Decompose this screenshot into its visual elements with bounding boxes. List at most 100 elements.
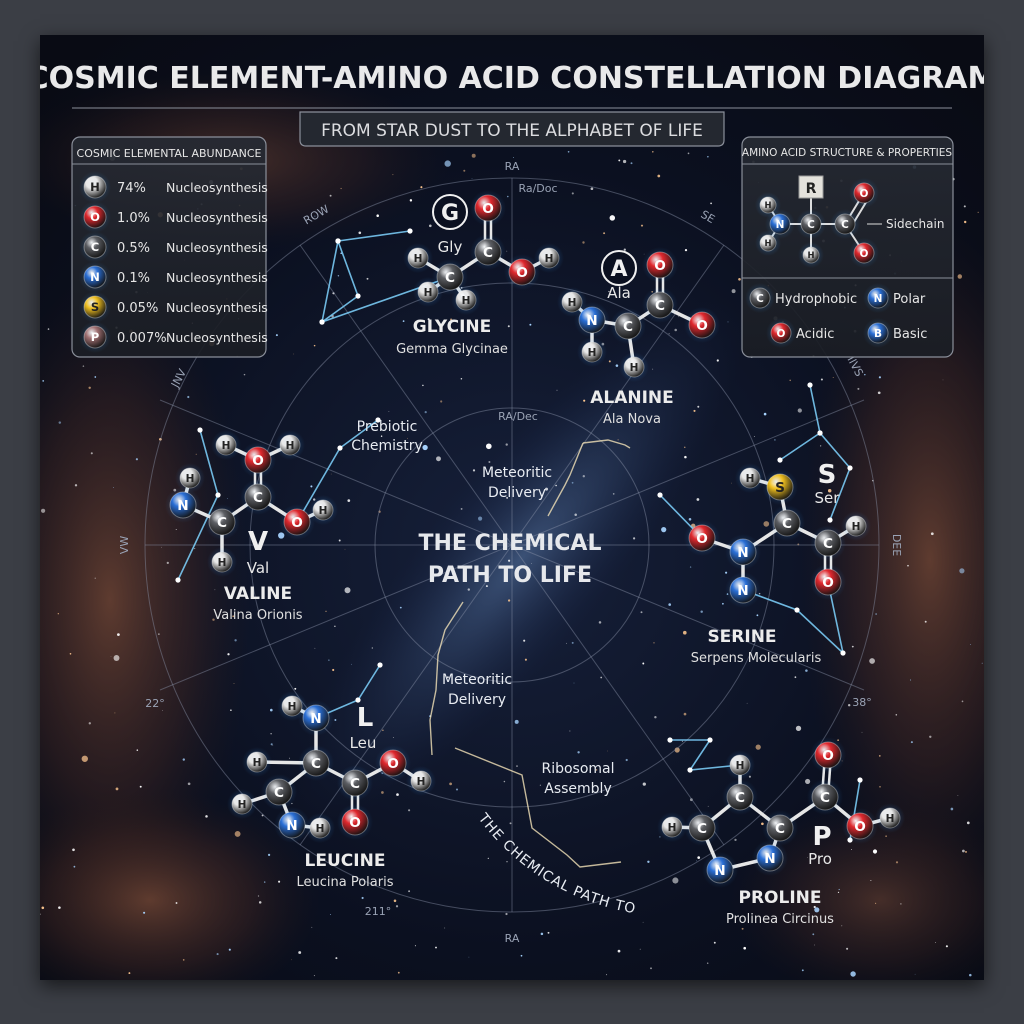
star bbox=[39, 913, 41, 915]
atom-symbol: C bbox=[253, 490, 263, 506]
atom-n: N bbox=[298, 700, 334, 736]
atom-h: H bbox=[227, 789, 257, 819]
atom-symbol: N bbox=[737, 545, 748, 561]
star bbox=[485, 585, 488, 588]
star bbox=[397, 971, 400, 974]
star bbox=[182, 959, 185, 961]
atom-symbol: H bbox=[764, 200, 771, 210]
star bbox=[640, 611, 643, 614]
star bbox=[820, 378, 823, 381]
three-letter-code: Val bbox=[247, 559, 269, 577]
star bbox=[427, 318, 430, 321]
r-group-box bbox=[798, 175, 824, 199]
atom-symbol: H bbox=[630, 362, 639, 374]
star bbox=[746, 702, 748, 704]
star bbox=[713, 941, 716, 944]
star bbox=[278, 880, 281, 883]
star bbox=[487, 857, 489, 860]
star bbox=[347, 499, 351, 502]
star bbox=[872, 479, 874, 482]
path-labels: Prebiotic Chemistry Meteoritic Delivery … bbox=[351, 419, 614, 797]
atom-o: O bbox=[810, 564, 846, 600]
star bbox=[681, 740, 683, 742]
star bbox=[351, 663, 352, 665]
star bbox=[516, 765, 518, 767]
star bbox=[914, 973, 916, 975]
atom-symbol: B bbox=[874, 328, 882, 340]
star bbox=[471, 153, 476, 158]
star bbox=[756, 614, 759, 617]
star bbox=[506, 497, 508, 499]
star bbox=[514, 719, 519, 724]
star bbox=[910, 679, 912, 681]
star bbox=[684, 248, 688, 252]
atom-symbol: H bbox=[417, 776, 426, 788]
star bbox=[687, 152, 690, 155]
star bbox=[216, 953, 219, 956]
constellation-star bbox=[857, 777, 863, 783]
atom-h: H bbox=[305, 813, 335, 843]
star bbox=[232, 615, 235, 618]
star bbox=[424, 410, 427, 414]
star bbox=[870, 880, 872, 881]
star bbox=[460, 507, 463, 510]
star bbox=[257, 895, 260, 897]
star bbox=[755, 744, 761, 750]
atom-n: N bbox=[274, 807, 310, 843]
star bbox=[436, 456, 441, 462]
atom-o: O bbox=[684, 307, 720, 343]
star bbox=[608, 360, 611, 363]
star bbox=[652, 368, 654, 370]
constellation-name: Prolinea Circinus bbox=[726, 912, 834, 927]
star bbox=[805, 778, 811, 784]
abundance-percent: 74% bbox=[117, 181, 146, 196]
atom-symbol: C bbox=[350, 776, 360, 792]
star bbox=[414, 945, 416, 947]
atom-symbol: C bbox=[697, 821, 707, 837]
star bbox=[970, 644, 971, 645]
legend-polar-icon: N bbox=[863, 283, 893, 313]
star bbox=[857, 387, 860, 390]
star bbox=[812, 933, 815, 936]
star bbox=[175, 902, 178, 904]
atom-symbol: C bbox=[775, 821, 785, 837]
star bbox=[807, 857, 808, 858]
star bbox=[716, 359, 719, 362]
grid-label-ra-bottom: RA bbox=[505, 932, 520, 945]
atom-h: H bbox=[875, 803, 905, 833]
star bbox=[935, 942, 936, 943]
star bbox=[693, 409, 696, 412]
grid-label-ra-top: RA bbox=[505, 160, 520, 173]
abundance-percent: 0.05% bbox=[117, 301, 158, 316]
star bbox=[957, 794, 959, 796]
star bbox=[945, 945, 948, 948]
star bbox=[388, 411, 390, 413]
star bbox=[212, 618, 215, 621]
star bbox=[230, 709, 232, 711]
atom-n: N bbox=[702, 852, 738, 888]
grid-label-se: SE bbox=[698, 208, 717, 226]
star bbox=[574, 513, 577, 516]
star bbox=[612, 493, 615, 495]
star bbox=[652, 151, 654, 153]
constellation-star bbox=[807, 382, 813, 388]
constellation-star bbox=[687, 767, 693, 773]
atom-o: O bbox=[810, 737, 846, 773]
atom-symbol: O bbox=[387, 756, 399, 772]
star bbox=[381, 791, 384, 794]
star bbox=[587, 539, 589, 541]
star bbox=[813, 905, 816, 909]
atom-symbol: C bbox=[91, 240, 99, 254]
label-ribosomal-2: Assembly bbox=[544, 781, 611, 797]
atom-symbol: O bbox=[854, 819, 866, 835]
star bbox=[544, 487, 549, 491]
